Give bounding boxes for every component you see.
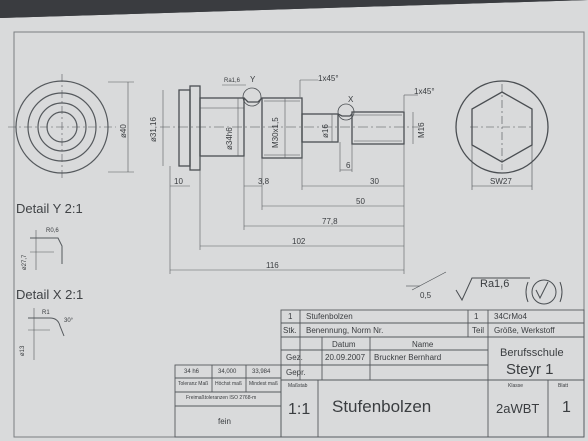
length-30: 30	[370, 177, 379, 186]
left-end-view	[8, 74, 134, 180]
name-header: Name	[412, 340, 434, 349]
general-tolerance: Freimaßtoleranzen ISO 2768-m	[186, 395, 257, 401]
roughness-top: Ra1,6	[224, 78, 241, 84]
fit-value-3: 33,984	[252, 369, 271, 375]
scale-label: Maßstab	[288, 383, 308, 389]
detail-y-title: Detail Y 2:1	[16, 201, 83, 216]
parts-material: 34CrMo4	[494, 312, 527, 321]
detail-x-diameter: ø13	[20, 345, 26, 356]
detail-marker-y: Y	[250, 75, 256, 84]
parts-qty: 1	[474, 312, 479, 321]
sheet-label: Blatt	[558, 383, 569, 389]
dim-m30: M30x1,5	[271, 117, 280, 148]
class-value: 2aWBT	[496, 401, 540, 416]
parts-name: Stufenbolzen	[306, 312, 353, 321]
general-tolerance-value: fein	[218, 417, 231, 426]
length-6: 6	[346, 161, 351, 170]
chamfer-label-1: 1x45°	[318, 74, 339, 83]
length-50: 50	[356, 197, 365, 206]
school-label: Berufsschule	[500, 347, 564, 359]
fit-header-1: Toleranz Maß	[178, 381, 209, 387]
sheet-value: 1	[562, 399, 571, 416]
header-stk: Stk.	[283, 326, 297, 335]
detail-x-radius: R1	[42, 310, 50, 316]
school-name: Steyr 1	[506, 361, 554, 378]
diameter-40-label: ø40	[119, 124, 128, 138]
detail-marker-x: X	[348, 95, 354, 104]
length-77-8: 77,8	[322, 217, 338, 226]
length-116: 116	[266, 261, 279, 270]
header-teil: Teil	[472, 326, 485, 335]
detail-y-radius: R0,6	[46, 228, 59, 234]
tolerance-label: 0,5	[420, 291, 432, 300]
detail-x-angle: 30°	[64, 318, 74, 324]
fit-header-3: Mindest maß	[249, 381, 278, 387]
title-block-grid	[174, 309, 585, 438]
fit-value-2: 34,000	[218, 369, 237, 375]
detail-y-sketch	[30, 230, 63, 270]
surface-finish-symbol	[406, 271, 563, 305]
length-102: 102	[292, 237, 306, 246]
part-side-view	[160, 85, 420, 171]
gepr-label: Gepr.	[286, 368, 306, 377]
class-label: Klasse	[508, 383, 524, 389]
date-header: Datum	[332, 340, 356, 349]
length-10: 10	[174, 177, 183, 186]
fit-value-1: 34 h6	[184, 369, 200, 375]
dim-31-16: ø31,16	[149, 117, 158, 142]
dim-16: ø16	[321, 124, 330, 138]
detail-x-title: Detail X 2:1	[16, 287, 84, 302]
gez-name: Bruckner Bernhard	[374, 353, 442, 362]
fit-header-2: Höchst maß	[215, 381, 242, 387]
gez-label: Gez.	[286, 353, 303, 362]
detail-y-diameter: ø27,7	[22, 254, 28, 270]
dimension-lines	[162, 79, 418, 274]
detail-x-sketch	[28, 308, 65, 360]
across-flats-label: SW27	[490, 177, 512, 186]
right-hex-view	[455, 80, 549, 190]
drawing-title: Stufenbolzen	[332, 397, 432, 416]
length-3-8: 3,8	[258, 177, 270, 186]
dim-m16: M16	[417, 122, 426, 138]
scale-value: 1:1	[288, 401, 311, 418]
chamfer-label-2: 1x45°	[414, 87, 435, 96]
dim-34h6: ø34h6	[225, 127, 234, 150]
header-groesse: Größe, Werkstoff	[494, 326, 555, 335]
roughness-label: Ra1,6	[480, 278, 510, 290]
gez-date: 20.09.2007	[325, 353, 366, 362]
header-benennung: Benennung, Norm Nr.	[306, 326, 384, 335]
parts-pos: 1	[288, 312, 293, 321]
